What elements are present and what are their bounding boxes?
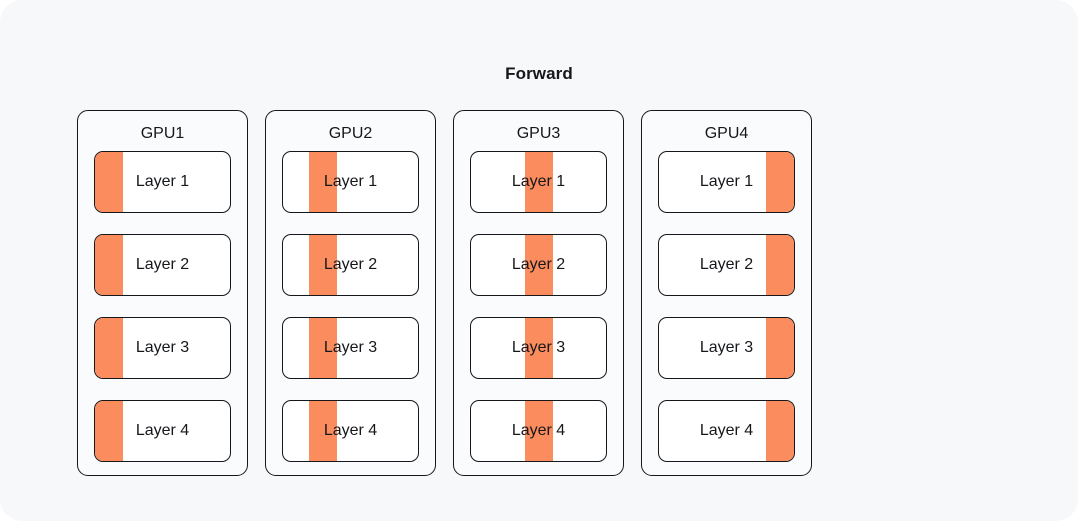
layer-box[interactable]: Layer 3 xyxy=(94,317,231,379)
layer-label: Layer 2 xyxy=(699,256,754,273)
layer-box[interactable]: Layer 2 xyxy=(470,234,607,296)
layer-label: Layer 3 xyxy=(135,339,190,356)
layer-label: Layer 1 xyxy=(135,173,190,190)
layer-progress-bar xyxy=(524,318,553,378)
layer-progress-bar xyxy=(95,318,123,378)
layer-box[interactable]: Layer 3 xyxy=(470,317,607,379)
layer-box[interactable]: Layer 3 xyxy=(658,317,795,379)
layer-box[interactable]: Layer 2 xyxy=(658,234,795,296)
layer-box[interactable]: Layer 4 xyxy=(282,400,419,462)
layer-progress-bar xyxy=(308,152,337,212)
layer-stack: Layer 1 Layer 2 Layer 3 Layer 4 xyxy=(470,148,607,463)
layer-box[interactable]: Layer 4 xyxy=(94,400,231,462)
layer-progress-bar xyxy=(766,401,794,461)
layer-box[interactable]: Layer 1 xyxy=(94,151,231,213)
layer-progress-bar xyxy=(524,152,553,212)
layer-box[interactable]: Layer 2 xyxy=(282,234,419,296)
layer-stack: Layer 1 Layer 2 Layer 3 Layer 4 xyxy=(282,148,419,463)
layer-progress-bar xyxy=(524,235,553,295)
layer-progress-bar xyxy=(95,401,123,461)
layer-stack: Layer 1 Layer 2 Layer 3 Layer 4 xyxy=(94,148,231,463)
layer-progress-bar xyxy=(766,318,794,378)
layer-progress-bar xyxy=(308,318,337,378)
layer-progress-bar xyxy=(766,235,794,295)
layer-box[interactable]: Layer 4 xyxy=(658,400,795,462)
layer-progress-bar xyxy=(308,401,337,461)
layer-stack: Layer 1 Layer 2 Layer 3 Layer 4 xyxy=(658,148,795,463)
layer-box[interactable]: Layer 2 xyxy=(94,234,231,296)
layer-label: Layer 3 xyxy=(699,339,754,356)
layer-label: Layer 2 xyxy=(135,256,190,273)
layer-label: Layer 4 xyxy=(135,422,190,439)
layer-box[interactable]: Layer 1 xyxy=(470,151,607,213)
layer-progress-bar xyxy=(95,152,123,212)
layer-box[interactable]: Layer 4 xyxy=(470,400,607,462)
gpu-label: GPU4 xyxy=(704,125,749,142)
layer-box[interactable]: Layer 3 xyxy=(282,317,419,379)
layer-label: Layer 1 xyxy=(699,173,754,190)
layer-progress-bar xyxy=(308,235,337,295)
layer-box[interactable]: Layer 1 xyxy=(282,151,419,213)
gpu-label: GPU3 xyxy=(516,125,561,142)
gpu-label: GPU1 xyxy=(140,125,185,142)
gpu-label: GPU2 xyxy=(328,125,373,142)
layer-box[interactable]: Layer 1 xyxy=(658,151,795,213)
layer-label: Layer 4 xyxy=(699,422,754,439)
layer-progress-bar xyxy=(95,235,123,295)
layer-progress-bar xyxy=(524,401,553,461)
layer-progress-bar xyxy=(766,152,794,212)
page-title: Forward xyxy=(505,64,573,83)
